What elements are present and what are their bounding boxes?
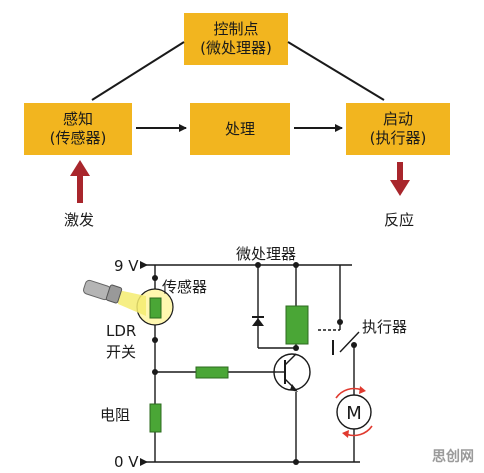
connector-left <box>91 41 185 101</box>
watermark-logo: 思创网 <box>432 449 474 465</box>
ldr-switch-label: 开关 <box>106 343 137 361</box>
actuate-box: 启动 (执行器) <box>346 103 450 155</box>
voltage-9v-label: 9 V <box>114 257 139 275</box>
base-resistor <box>195 366 229 379</box>
transistor-arrow <box>290 384 298 392</box>
actuate-subtitle: (执行器) <box>369 129 427 147</box>
control-point-box: 控制点 (微处理器) <box>184 13 288 65</box>
ldr-label: LDR <box>106 322 137 340</box>
trigger-arrow <box>70 160 90 203</box>
sense-box: 感知 (传感器) <box>24 103 132 155</box>
lower-resistor <box>149 403 162 433</box>
sense-title: 感知 <box>62 110 93 128</box>
ldr-element <box>149 297 162 319</box>
response-arrow <box>390 162 410 196</box>
flashlight-icon <box>83 279 146 316</box>
motor-rotation-arrow-2 <box>345 425 373 437</box>
response-label: 反应 <box>384 211 415 229</box>
process-label: 处理 <box>224 119 255 138</box>
resistor-label: 电阻 <box>100 406 131 424</box>
sensor-label: 传感器 <box>162 278 208 296</box>
sense-subtitle: (传感器) <box>49 129 107 147</box>
trigger-label: 激发 <box>64 211 95 229</box>
connector-right <box>287 41 385 101</box>
actuate-title: 启动 <box>382 110 413 128</box>
process-box: 处理 <box>190 103 290 155</box>
diode-symbol <box>252 318 264 326</box>
relay-coil <box>285 305 309 345</box>
motor-label: M <box>346 403 362 424</box>
microprocessor-label: 微处理器 <box>236 245 297 263</box>
control-point-subtitle: (微处理器) <box>200 39 272 57</box>
voltage-0v-label: 0 V <box>114 453 139 471</box>
actuator-label: 执行器 <box>362 318 408 336</box>
motor-rotation-arrow <box>335 387 363 399</box>
control-point-title: 控制点 <box>213 20 259 38</box>
